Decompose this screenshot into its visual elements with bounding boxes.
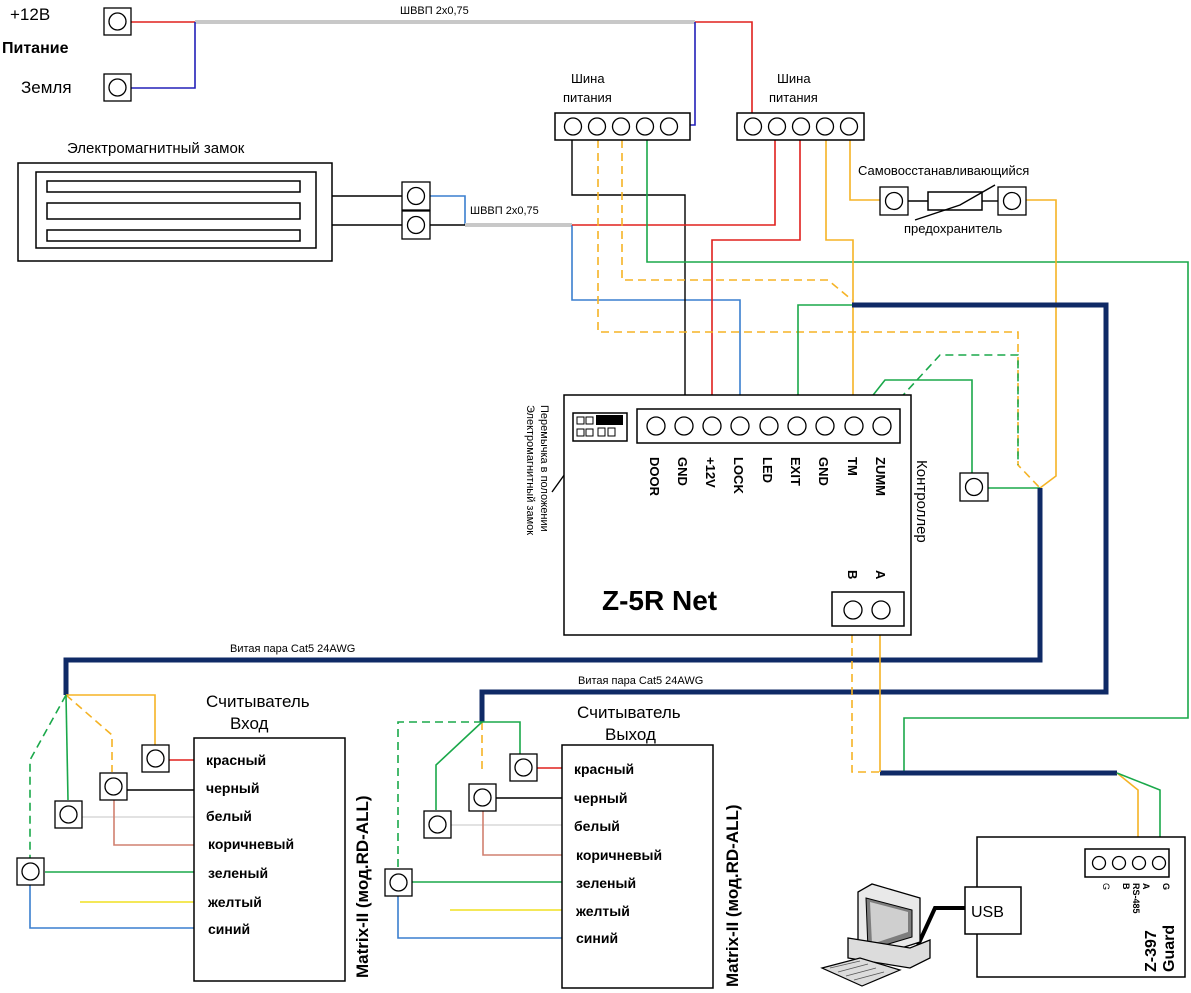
exit-terminal [959, 472, 989, 502]
reader-out-title-2: Выход [605, 725, 656, 744]
converter-z397: G A B G RS-485 Z-397 Guard USB [964, 836, 1186, 978]
reader-in-wire-white: белый [206, 808, 252, 824]
reader-out-wire-yellow: желтый [575, 903, 630, 919]
converter-model-1: Z-397 [1143, 930, 1160, 972]
terminal-gnd-1: GND [675, 457, 690, 486]
pin-a: A [1141, 883, 1151, 890]
converter-model-2: Guard [1161, 925, 1178, 972]
reader-in-wire-black: черный [206, 780, 259, 796]
reader-out: Считыватель Выход красный черный белый к… [384, 703, 742, 989]
terminal-12v: +12V [703, 457, 718, 488]
usb-label: USB [971, 904, 1004, 921]
cable-label-cat5-1: Витая пара Cat5 24AWG [230, 643, 355, 655]
reader-out-wire-red: красный [574, 761, 634, 777]
pin-b: B [1121, 883, 1131, 890]
rs485-b-label: B [845, 570, 860, 579]
fuse: Самовосстанавливающийся предохранитель [858, 163, 1029, 236]
power-title: Питание [2, 40, 69, 57]
bus-left-label-2: питания [563, 90, 612, 105]
lock-title: Электромагнитный замок [67, 140, 245, 157]
reader-in-wire-green: зеленый [208, 865, 268, 881]
jumper-note-2: Электромагнитный замок [524, 405, 536, 535]
reader-in-wire-blue: синий [208, 921, 250, 937]
jumper-note-1: Перемычка в положении [538, 405, 550, 532]
reader-out-wire-blue: синий [576, 930, 618, 946]
ground-label: Земля [21, 78, 72, 97]
reader-in-title-1: Считыватель [206, 692, 310, 711]
reader-out-title-1: Считыватель [577, 703, 681, 722]
reader-out-wire-brown: коричневый [576, 847, 662, 863]
reader-in: Считыватель Вход красный черный белый ко… [16, 692, 372, 982]
terminal-tm: TM [845, 457, 860, 476]
cable-label-top: ШВВП 2х0,75 [400, 5, 469, 17]
pin-g-left: G [1101, 883, 1111, 890]
terminal-exit: EXIT [788, 457, 803, 486]
terminal-zumm: ZUMM [873, 457, 888, 496]
controller-side-label: Контроллер [913, 460, 930, 543]
power-bus-left: Шина питания [554, 71, 691, 141]
reader-in-title-2: Вход [230, 714, 269, 733]
power-supply: +12В Питание Земля ШВВП 2х0,75 [2, 5, 469, 102]
controller-z5r: DOOR GND +12V LOCK LED EXIT GND TM ZUMM … [563, 394, 930, 636]
fuse-label-2: предохранитель [904, 221, 1002, 236]
plus12v-label: +12В [10, 5, 50, 24]
pin-g-right: G [1161, 883, 1171, 890]
reader-in-wire-yellow: желтый [207, 894, 262, 910]
reader-in-model: Matrix-II (мод.RD-ALL) [353, 795, 372, 978]
terminal-lock: LOCK [731, 457, 746, 494]
cable-label-cat5-2: Витая пара Cat5 24AWG [578, 675, 703, 687]
fuse-label-1: Самовосстанавливающийся [858, 163, 1029, 178]
controller-model: Z-5R Net [602, 585, 717, 616]
reader-in-wire-red: красный [206, 752, 266, 768]
power-bus-right: Шина питания [736, 71, 865, 141]
terminal-door: DOOR [647, 457, 662, 497]
terminal-led: LED [760, 457, 775, 483]
bus-right-label-1: Шина [777, 71, 811, 86]
terminal-gnd-2: GND [816, 457, 831, 486]
rs485-a-label: A [873, 570, 888, 580]
reader-out-wire-white: белый [574, 818, 620, 834]
computer-icon [820, 883, 931, 987]
bus-right-label-2: питания [769, 90, 818, 105]
reader-out-wire-green: зеленый [576, 875, 636, 891]
jumper-note: Перемычка в положении Электромагнитный з… [524, 405, 550, 535]
reader-in-wire-brown: коричневый [208, 836, 294, 852]
electromagnetic-lock: Электромагнитный замок ШВВП 2х0,75 [17, 140, 539, 262]
bus-left-label-1: Шина [571, 71, 605, 86]
cable-label-lock: ШВВП 2х0,75 [470, 205, 539, 217]
reader-out-wire-black: черный [574, 790, 627, 806]
rs485-label: RS-485 [1131, 883, 1141, 914]
reader-out-model: Matrix-II (мод.RD-ALL) [723, 804, 742, 987]
